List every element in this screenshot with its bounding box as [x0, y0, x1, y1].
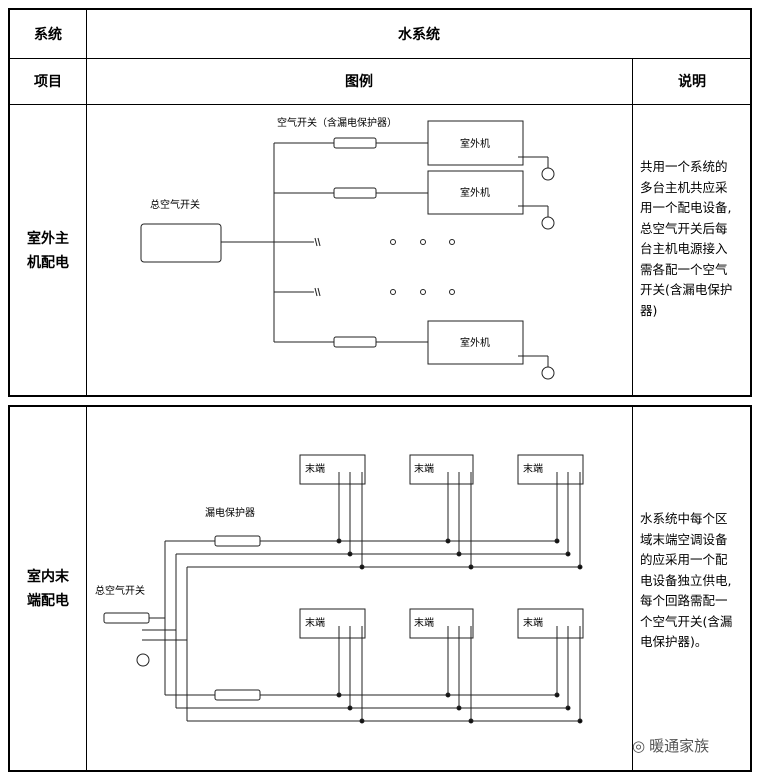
- item-line: 室内末: [27, 568, 69, 585]
- wechat-icon: ◎: [632, 736, 646, 755]
- terminal-label: 末端: [523, 616, 543, 629]
- note-line: 域末端空调设备: [640, 531, 728, 547]
- unit-label: 室外机: [460, 137, 490, 150]
- header-item: 项目: [34, 74, 62, 90]
- note-line: 的应采用一个配: [640, 552, 728, 567]
- branch-switch-label: 空气开关（含漏电保护器）: [277, 116, 397, 129]
- note-line: 每个回路需配一: [640, 593, 728, 608]
- table-outdoor: 系统 水系统 项目 图例 说明 室外主 机配电: [8, 8, 752, 397]
- ellipsis-dot: [420, 239, 426, 245]
- item-line: 端配电: [27, 592, 69, 609]
- divider: [10, 58, 750, 59]
- ground-icon: [541, 216, 555, 230]
- header-system-value: 水系统: [398, 27, 440, 43]
- ellipsis-dot: [420, 289, 426, 295]
- breaker-icon: [103, 612, 150, 624]
- divider: [632, 407, 633, 770]
- watermark-text: 暖通家族: [649, 737, 710, 755]
- wire: [317, 287, 321, 297]
- header-system-label: 系统: [34, 27, 62, 43]
- divider: [86, 407, 87, 770]
- note-line: 电设备独立供电,: [640, 572, 732, 588]
- note-line: 用一个配电设备,: [640, 200, 732, 215]
- breaker-icon: [333, 187, 377, 199]
- divider: [10, 104, 750, 105]
- ellipsis-dot: [449, 239, 455, 245]
- leakage-protector-label: 漏电保护器: [205, 506, 255, 519]
- wire: [317, 237, 321, 247]
- main-switch-label: 总空气开关: [150, 198, 200, 211]
- terminal-label: 末端: [523, 462, 543, 475]
- item-line: 室外主: [27, 230, 69, 247]
- unit-label: 室外机: [460, 336, 490, 349]
- note-line: 总空气开关后每: [640, 220, 728, 236]
- note-line: 开关(含漏电保护: [640, 282, 733, 297]
- terminal-label: 末端: [305, 462, 325, 475]
- terminal-unit-box: [517, 454, 584, 485]
- breaker-icon: [333, 137, 377, 149]
- terminal-label: 末端: [305, 616, 325, 629]
- row-item-indoor: 室内末 端配电: [10, 407, 86, 770]
- header-note: 说明: [678, 74, 706, 90]
- breaker-icon: [333, 336, 377, 348]
- ellipsis-dot: [449, 289, 455, 295]
- row-item-outdoor: 室外主 机配电: [10, 104, 86, 397]
- note-line: 器): [640, 302, 658, 318]
- item-line: 机配电: [27, 254, 69, 271]
- note-line: 个空气开关(含漏: [640, 613, 733, 629]
- main-switch-label: 总空气开关: [95, 584, 145, 597]
- breaker-icon: [214, 689, 261, 701]
- terminal-label: 末端: [414, 616, 434, 629]
- unit-label: 室外机: [460, 186, 490, 199]
- ground-icon: [136, 653, 150, 667]
- note-line: 水系统中每个区: [640, 511, 728, 526]
- divider: [632, 58, 633, 395]
- terminal-label: 末端: [414, 462, 434, 475]
- note-line: 多台主机共应采: [640, 179, 728, 195]
- note-line: 共用一个系统的: [640, 159, 728, 174]
- note-outdoor: 共用一个系统的 多台主机共应采 用一个配电设备, 总空气开关后每 台主机电源接入…: [640, 157, 755, 321]
- note-indoor: 水系统中每个区 域末端空调设备 的应采用一个配 电设备独立供电, 每个回路需配一…: [640, 509, 755, 653]
- watermark: ◎暖通家族: [632, 735, 709, 756]
- terminal-unit-box: [517, 608, 584, 639]
- wire: [314, 287, 318, 297]
- note-line: 台主机电源接入: [640, 241, 728, 256]
- ellipsis-dot: [390, 289, 396, 295]
- ground-icon: [541, 366, 555, 380]
- header-diagram: 图例: [345, 74, 373, 90]
- breaker-icon: [214, 535, 261, 547]
- note-line: 需各配一个空气: [640, 261, 728, 277]
- terminal-unit-box: [299, 608, 366, 639]
- terminal-unit-box: [409, 608, 474, 639]
- main-breaker-icon: [140, 223, 222, 263]
- table-indoor: 室内末 端配电: [8, 405, 752, 772]
- terminal-unit-box: [299, 454, 366, 485]
- wire: [314, 237, 318, 247]
- ellipsis-dot: [390, 239, 396, 245]
- note-line: 电保护器)。: [640, 634, 708, 649]
- ground-icon: [541, 167, 555, 181]
- terminal-unit-box: [409, 454, 474, 485]
- divider: [86, 10, 87, 395]
